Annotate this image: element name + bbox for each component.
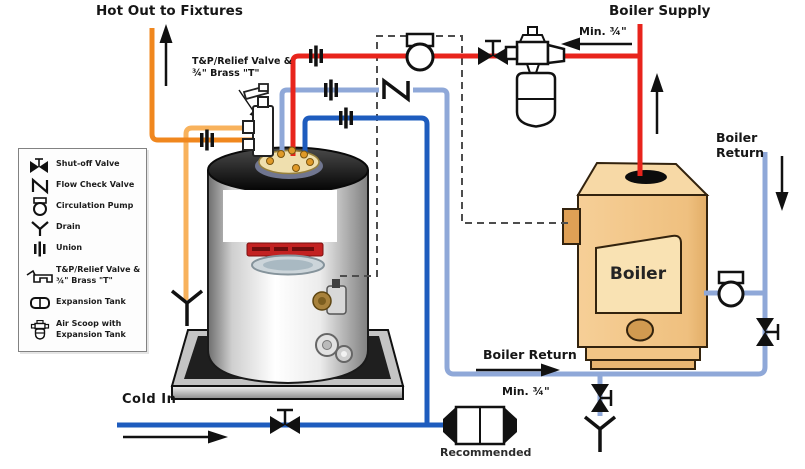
legend-label: Drain — [56, 222, 81, 232]
label-min-bottom: Min. ¾" — [502, 385, 550, 398]
expansion-tank-recommended — [443, 405, 517, 446]
water-heater-tank — [207, 146, 369, 385]
boiler-side-control — [562, 208, 581, 245]
control-wiring-dashed — [340, 35, 568, 277]
expansion-tank-icon — [24, 294, 56, 312]
shutoff-valve-return — [756, 318, 780, 346]
legend-label: Shut-off Valve — [56, 159, 120, 169]
boiler-unit — [562, 161, 710, 370]
circulation-pump-supply — [405, 32, 435, 72]
boiler-top-port — [625, 170, 667, 184]
tank-gauge-window — [251, 254, 325, 276]
legend: Shut-off Valve Flow Check Valve Circulat… — [18, 148, 147, 352]
legend-label: Flow Check Valve — [56, 180, 135, 190]
union-fittings — [200, 45, 353, 151]
label-min-top: Min. ¾" — [579, 25, 627, 38]
air-scoop-assembly — [504, 26, 566, 128]
tank-drain-fitting — [315, 333, 353, 363]
air-scoop-icon — [24, 319, 56, 340]
shutoff-valve-supply — [478, 39, 508, 65]
tp-drain — [170, 289, 204, 326]
label-cold-in: Cold In — [122, 392, 177, 407]
union-icon — [24, 240, 56, 258]
legend-item-expansion-tank: Expansion Tank — [19, 292, 146, 313]
boiler-knob — [626, 318, 654, 342]
flow-check-valve — [379, 77, 413, 103]
label-hot-out: Hot Out to Fixtures — [96, 3, 243, 19]
legend-item-circulation-pump: Circulation Pump — [19, 196, 146, 217]
legend-label: Expansion Tank — [56, 297, 126, 307]
aquastat-control — [312, 279, 347, 315]
circulation-pump-boiler — [717, 270, 745, 308]
legend-item-tp-relief: T&P/Relief Valve & ¾" Brass "T" — [19, 259, 146, 292]
tank-top-fittings — [266, 146, 314, 172]
flow-arrows — [123, 24, 789, 444]
boiler-front-panel — [595, 234, 682, 314]
label-boiler-return-bottom: Boiler Return — [483, 347, 577, 362]
legend-label: T&P/Relief Valve & ¾" Brass "T" — [56, 265, 141, 285]
tp-relief-valve — [242, 83, 274, 157]
tp-relief-valve-icon — [24, 267, 56, 285]
label-recommended: Recommended — [440, 446, 532, 459]
label-boiler-supply: Boiler Supply — [609, 3, 711, 19]
legend-label: Union — [56, 243, 83, 253]
hot-out-pipe — [149, 28, 256, 143]
label-boiler: Boiler — [609, 264, 667, 284]
legend-item-union: Union — [19, 238, 146, 259]
tank-rating-label — [246, 242, 324, 257]
blank-label-patch — [223, 190, 337, 242]
drain-icon — [24, 219, 56, 237]
legend-item-shutoff-valve: Shut-off Valve — [19, 154, 146, 175]
shutoff-valve-cold — [270, 408, 300, 434]
legend-label: Air Scoop with Expansion Tank — [56, 319, 126, 339]
circulation-pump-icon — [24, 197, 56, 216]
label-tp-valve: T&P/Relief Valve & ¾" Brass "T" — [192, 56, 293, 79]
shutoff-valve-icon — [24, 156, 56, 174]
boiler-drain — [583, 415, 617, 452]
legend-item-air-scoop: Air Scoop with Expansion Tank — [19, 313, 146, 346]
shutoff-valve-boiler-drain — [591, 384, 613, 412]
label-boiler-return-top: Boiler Return — [716, 130, 765, 160]
tp-discharge-pipe — [183, 125, 256, 300]
flow-check-valve-icon — [24, 177, 56, 195]
legend-item-flow-check: Flow Check Valve — [19, 175, 146, 196]
legend-item-drain: Drain — [19, 217, 146, 238]
legend-label: Circulation Pump — [56, 201, 134, 211]
boiler-supply-pipe — [290, 24, 643, 176]
